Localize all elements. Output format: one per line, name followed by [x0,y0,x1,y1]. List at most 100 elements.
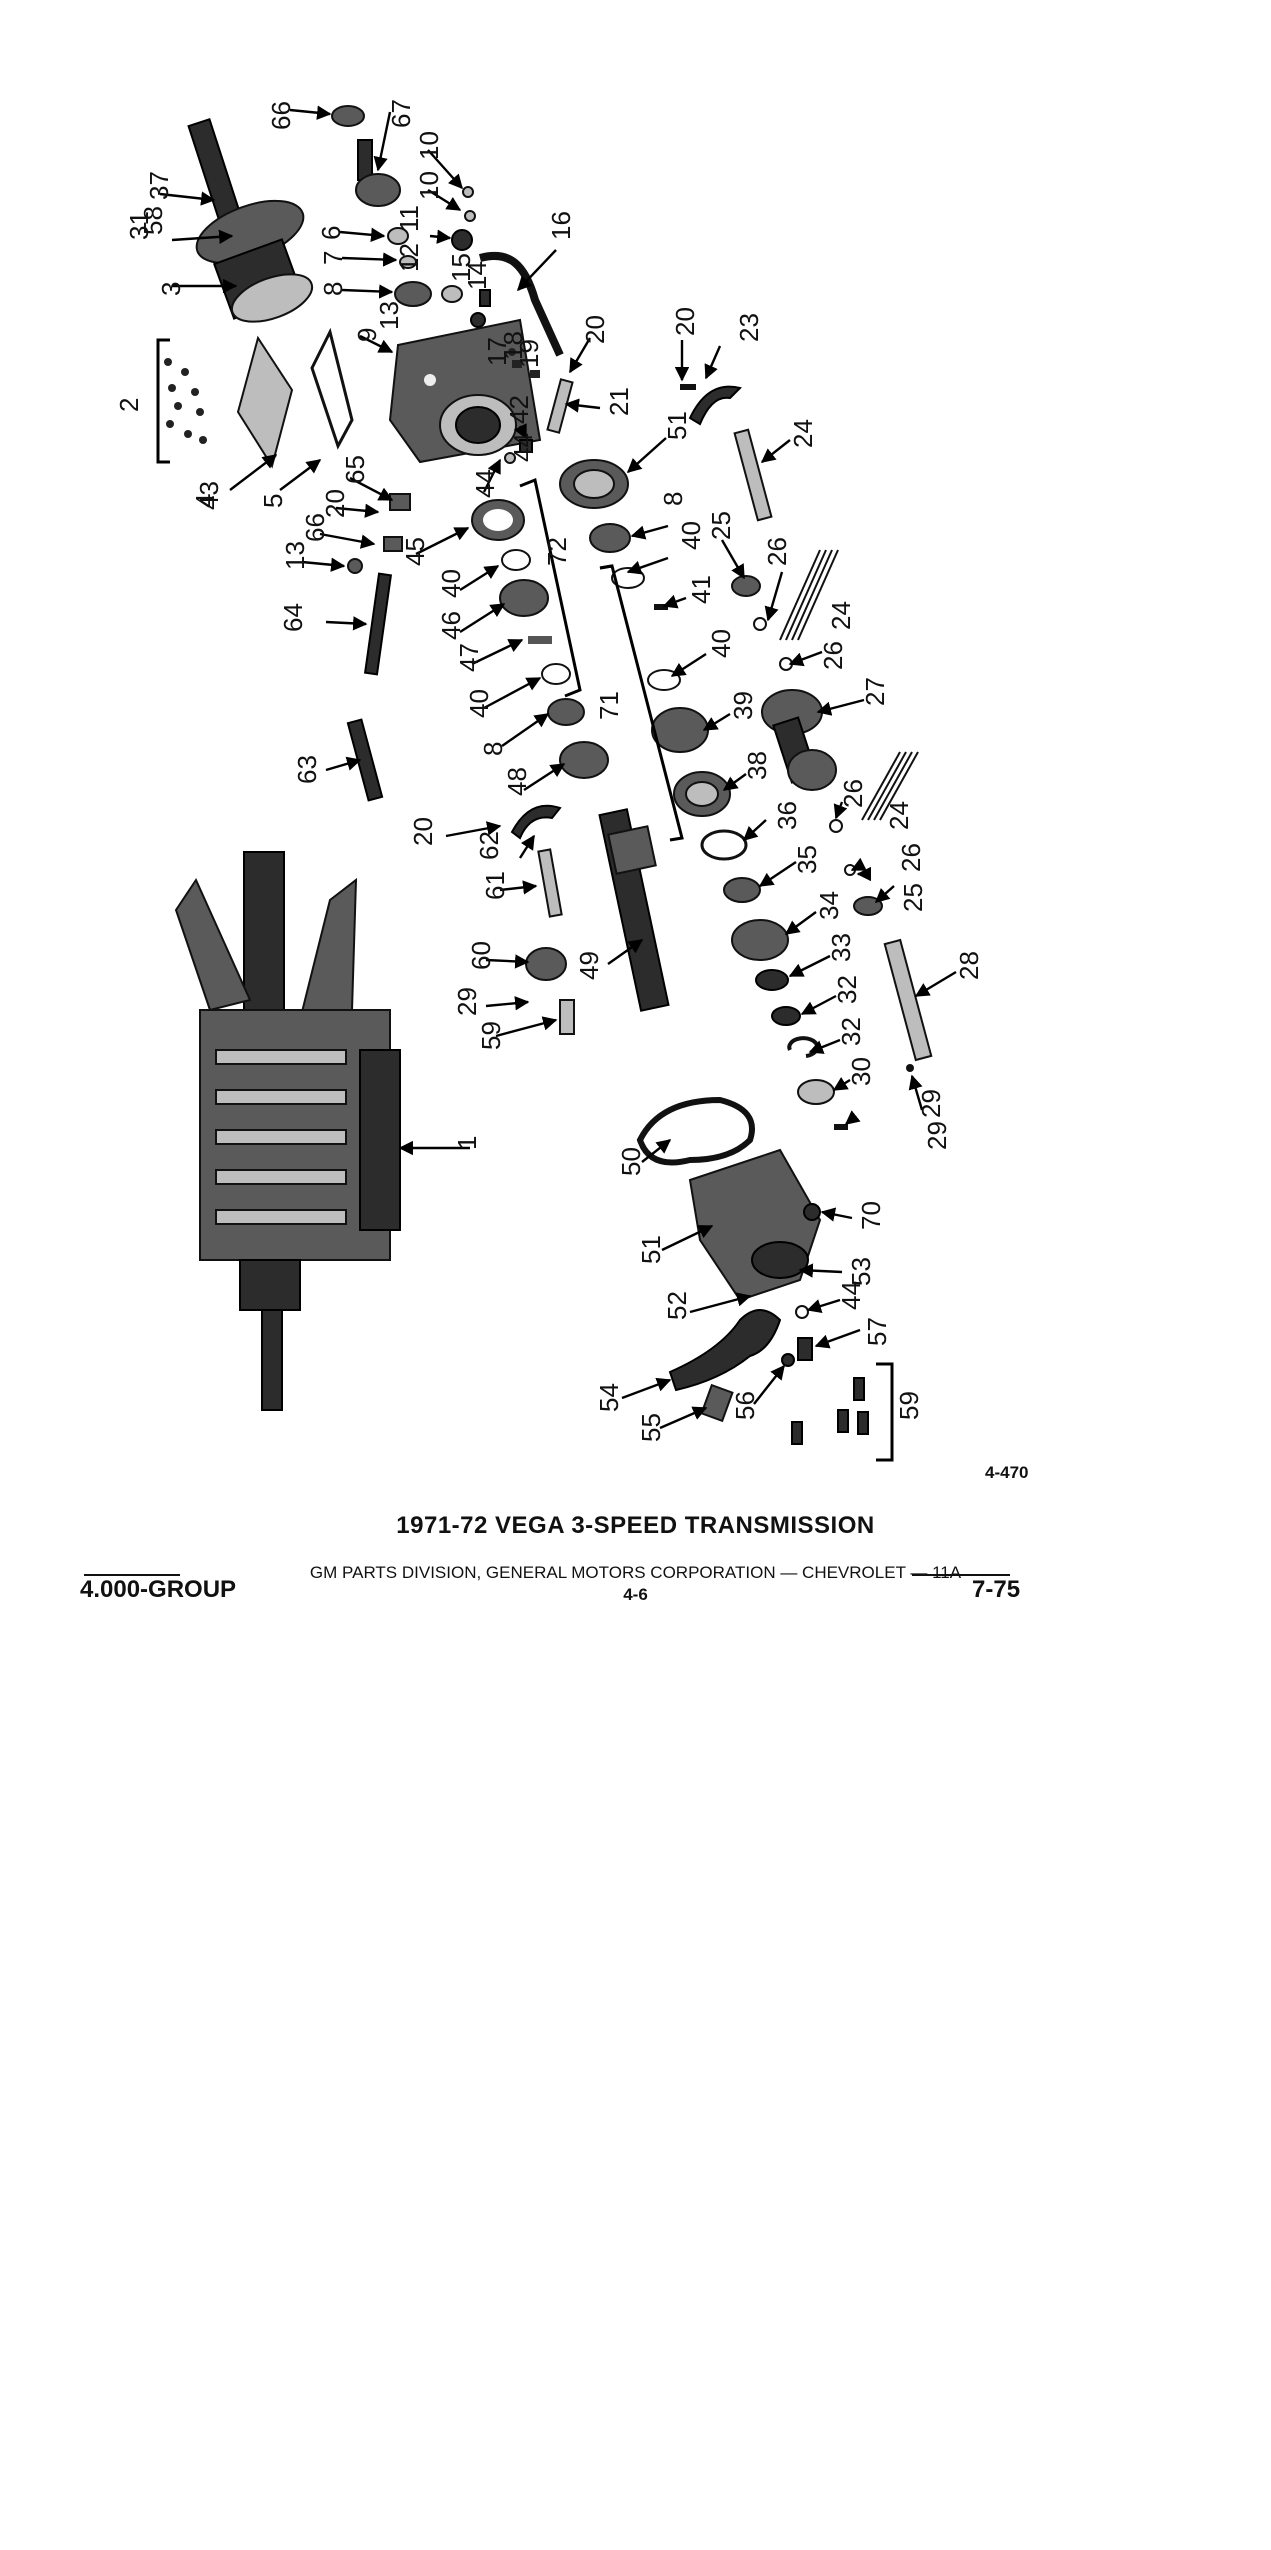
callout: 58 [138,206,168,235]
footer-rule-right [912,1574,1010,1576]
callout: 5 [258,494,288,508]
callout: 3 [156,282,186,296]
callout: 25 [706,511,736,540]
figure-number: 4-470 [985,1463,1029,1482]
callout: 26 [762,537,792,566]
part-31 [797,1079,835,1105]
ring-8-low [547,698,585,726]
pin-60 [559,999,575,1035]
callout: 72 [542,537,572,566]
footer-date: 7-75 [972,1576,1021,1603]
assembled-transmission-cutaway [174,851,401,1411]
callout: 12 [394,243,424,272]
callout: 53 [846,1257,876,1286]
callout: 30 [846,1057,876,1086]
callout: 24 [826,601,856,630]
callout: 60 [466,941,496,970]
callout: 26 [818,641,848,670]
main-drive-gear-assembly [187,118,314,323]
callout: 8 [478,742,508,756]
callout: 40 [706,629,736,658]
callout: 44 [508,433,538,462]
callout: 7 [318,251,348,265]
plug-43 [519,439,533,453]
part-29-right [906,1064,914,1072]
gear-69 [355,139,401,207]
ring-34 [755,969,789,991]
callout: 46 [436,611,466,640]
snap-ring-32 [787,1036,820,1058]
callout: 65 [340,455,370,484]
callout: 64 [278,603,308,632]
bearing-38-race [685,781,719,807]
part-58 [797,1337,813,1361]
bolts-2 [164,358,207,444]
needle-rollers-24a [779,549,839,641]
callout: 52 [662,1291,692,1320]
callout: 48 [502,767,532,796]
cluster-gear-27 [761,689,837,791]
callout: 66 [266,101,296,130]
callout-labels: 1 2 37 58 31 3 43 66 67 6 7 8 10 10 11 1… [114,99,984,1442]
callout: 1 [452,1136,482,1150]
shaft-28 [883,938,933,1062]
callout: 54 [594,1383,624,1412]
snap-ring-40b [541,663,571,685]
footer-publisher: GM PARTS DIVISION, GENERAL MOTORS CORPOR… [309,1563,962,1582]
callout: 6 [316,226,346,240]
callout: 23 [734,313,764,342]
synchro-47 [499,579,549,617]
extension-housing-52 [688,1148,822,1302]
key-41 [654,604,668,610]
callout: 20 [408,817,438,846]
footer-page-number: 4-6 [623,1585,648,1604]
gasket-51 [636,1096,755,1166]
leader-lines [159,105,957,1430]
callout: 35 [792,845,822,874]
gear-61 [525,947,567,981]
part-12 [451,229,473,251]
callout: 11 [394,205,424,232]
callout: 47 [454,643,484,672]
callout: 32 [832,975,862,1004]
bearing-68 [331,105,365,127]
callout: 40 [436,569,466,598]
bearing-35 [731,919,789,961]
fork-63 [510,804,562,840]
part-66-top [389,493,411,511]
snap-ring-40a [501,549,531,571]
callout: 67 [386,99,416,128]
pin-20-top [680,384,696,390]
callout: 71 [594,691,624,720]
callout: 14 [462,261,492,290]
ring-37 [700,829,748,861]
ring-7 [399,255,417,269]
part-18 [512,360,522,368]
callout: 4 [190,494,220,508]
part-19 [530,370,540,378]
callout: 13 [280,541,310,570]
part-17 [508,348,516,356]
cover-3 [236,335,294,469]
callout: 29 [916,1089,946,1118]
pin-21 [546,378,574,434]
callout: 40 [464,689,494,718]
callout: 31 [124,211,154,240]
part-15 [470,312,486,328]
callout: 62 [474,831,504,860]
rod-16 [478,251,564,357]
callout: 59 [894,1391,924,1420]
pin-62 [537,848,563,918]
exploded-parts-diagram: 1 2 37 58 31 3 43 66 67 6 7 8 10 10 11 1… [114,99,984,1462]
callout: 44 [836,1281,866,1310]
callout: 34 [814,891,844,920]
callout: 29 [452,987,482,1016]
callout: 50 [616,1147,646,1176]
callout: 49 [574,951,604,980]
callout: 57 [862,1317,892,1346]
callout: 37 [144,171,174,200]
callout: 24 [788,419,818,448]
callout: 44 [470,469,500,498]
washer-25-top [731,575,761,597]
ring-33 [771,1006,801,1026]
